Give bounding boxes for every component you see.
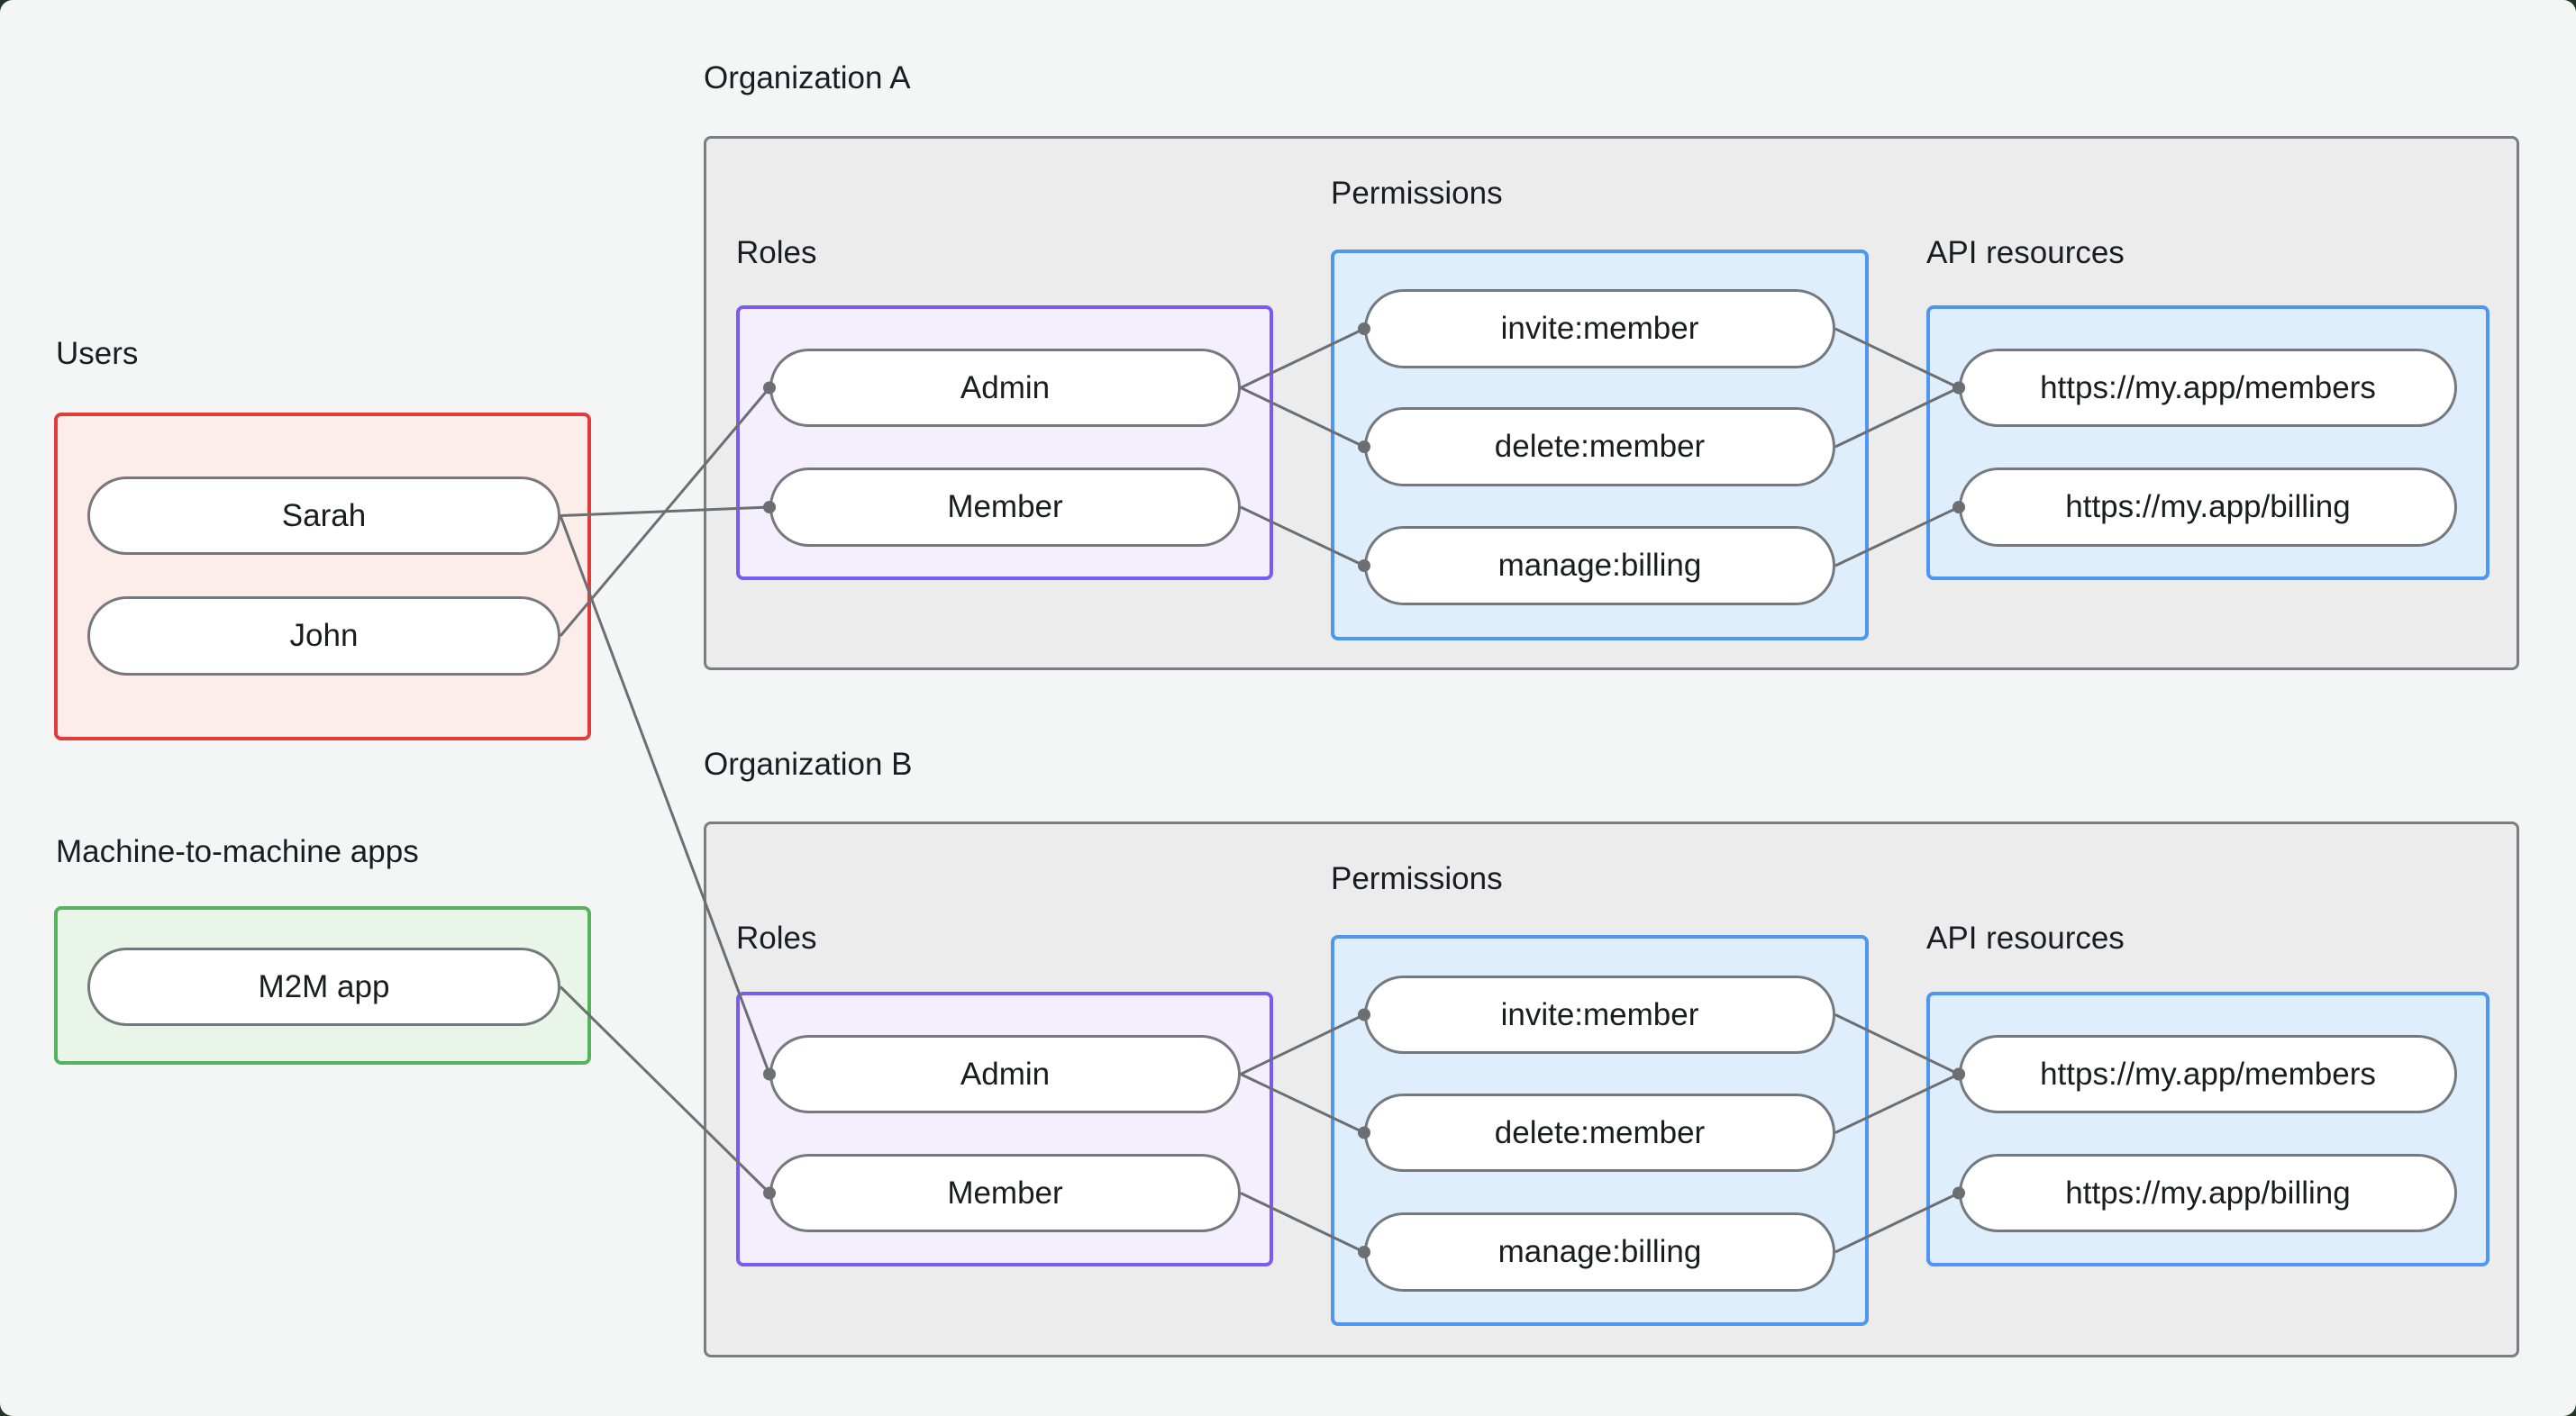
org-b-label: Organization B bbox=[704, 747, 913, 782]
node-org-a-permission-manage-billing: manage:billing bbox=[1364, 526, 1835, 605]
node-org-b-permission-invite-member: invite:member bbox=[1364, 976, 1835, 1054]
org-a-permissions-label: Permissions bbox=[1331, 176, 1503, 211]
org-b-permissions-label: Permissions bbox=[1331, 861, 1503, 896]
node-org-b-api-members: https://my.app/members bbox=[1959, 1035, 2457, 1113]
org-b-api-resources-label: API resources bbox=[1926, 921, 2125, 956]
node-org-a-api-members: https://my.app/members bbox=[1959, 349, 2457, 427]
node-user-sarah: Sarah bbox=[87, 477, 560, 555]
org-a-roles-label: Roles bbox=[736, 235, 817, 270]
node-org-b-permission-manage-billing: manage:billing bbox=[1364, 1212, 1835, 1292]
node-org-a-role-member: Member bbox=[769, 467, 1241, 547]
org-b-roles-label: Roles bbox=[736, 921, 817, 956]
node-org-b-role-admin: Admin bbox=[769, 1035, 1241, 1113]
node-org-b-api-billing: https://my.app/billing bbox=[1959, 1154, 2457, 1232]
users-group-box bbox=[54, 413, 591, 740]
node-org-a-role-admin: Admin bbox=[769, 349, 1241, 427]
node-org-a-permission-delete-member: delete:member bbox=[1364, 407, 1835, 486]
node-user-john: John bbox=[87, 596, 560, 676]
m2m-group-label: Machine-to-machine apps bbox=[56, 834, 419, 869]
node-org-b-role-member: Member bbox=[769, 1154, 1241, 1232]
node-org-a-permission-invite-member: invite:member bbox=[1364, 289, 1835, 368]
node-m2m-app: M2M app bbox=[87, 948, 560, 1026]
users-group-label: Users bbox=[56, 336, 139, 371]
node-org-b-permission-delete-member: delete:member bbox=[1364, 1094, 1835, 1172]
org-a-label: Organization A bbox=[704, 60, 911, 95]
org-a-api-resources-label: API resources bbox=[1926, 235, 2125, 270]
node-org-a-api-billing: https://my.app/billing bbox=[1959, 467, 2457, 547]
